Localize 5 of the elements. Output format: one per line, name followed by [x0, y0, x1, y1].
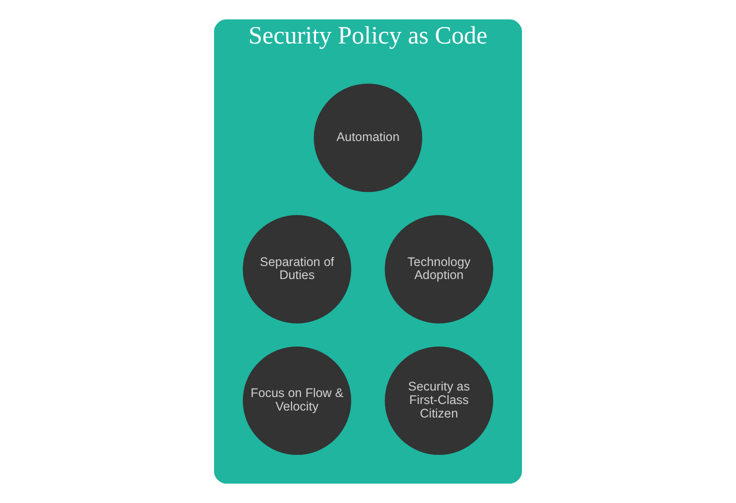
- node-circle: Security as First-Class Citizen: [384, 346, 494, 455]
- node-circle: Technology Adoption: [384, 215, 494, 324]
- node-circle: Focus on Flow & Velocity: [242, 346, 352, 455]
- node-circle: Automation: [314, 84, 422, 192]
- node-circle: Separation of Duties: [242, 215, 352, 324]
